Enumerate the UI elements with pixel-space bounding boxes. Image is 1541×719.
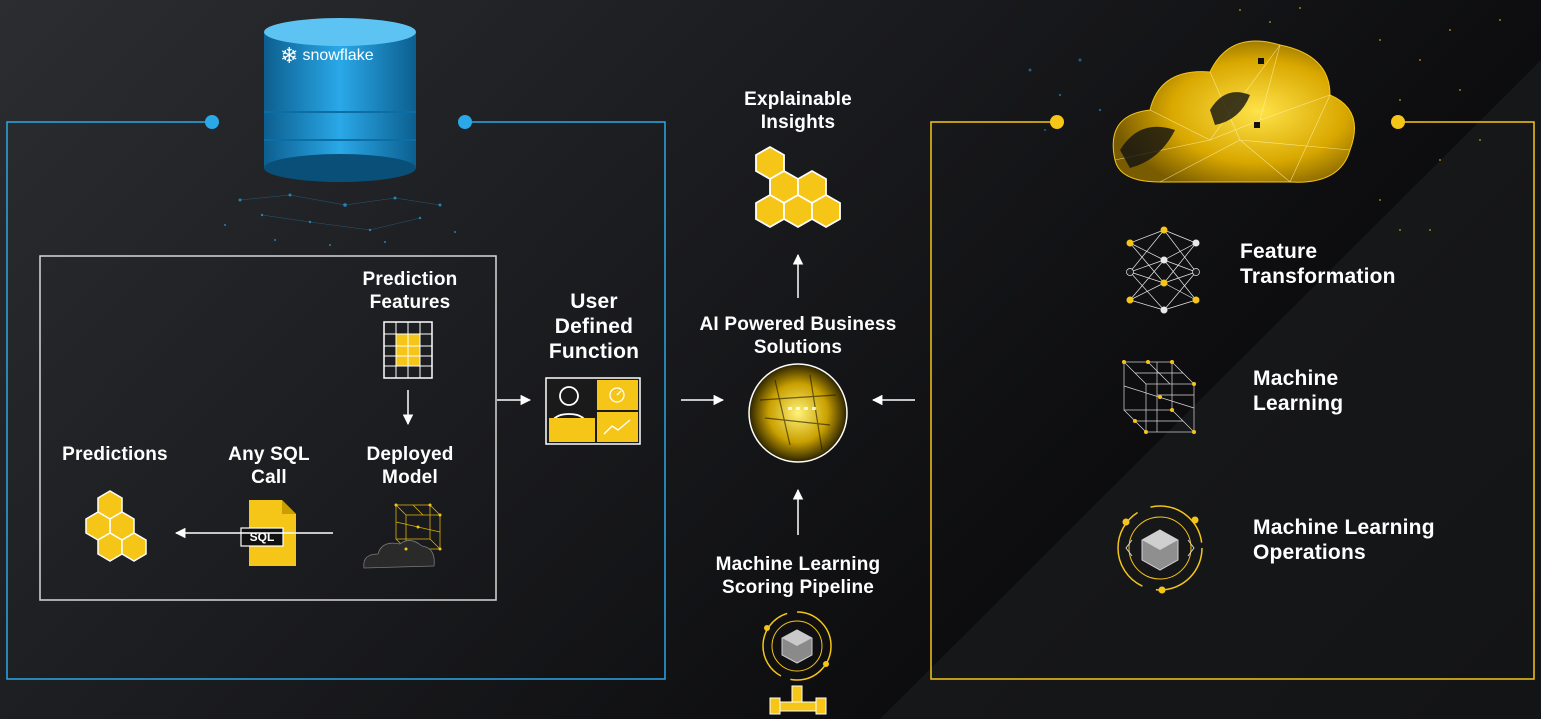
machine-learning-label: Machine Learning — [1253, 367, 1344, 415]
cube-wireframe-icon — [1122, 360, 1196, 434]
deployed-model-icon — [363, 503, 442, 569]
insights-hexagon-icon — [755, 145, 841, 229]
snowflake-icon: ❄ — [280, 43, 299, 68]
explainable-insights-label: Explainable Insights — [744, 89, 852, 133]
predictions-hexagon-icon — [85, 490, 147, 562]
prediction-features-label: Prediction Features — [362, 269, 458, 313]
left-blue-frame — [6, 115, 666, 680]
gold-cloud-icon — [1028, 7, 1501, 231]
predictions-label: Predictions — [62, 444, 168, 465]
feature-table-icon — [383, 321, 433, 379]
sql-badge: SQL — [249, 530, 275, 544]
snowflake-logo-text: snowflake — [302, 47, 374, 64]
neural-network-icon — [1126, 226, 1200, 314]
udf-dashboard-icon — [545, 377, 641, 445]
mlops-cube-icon — [1117, 505, 1203, 594]
scoring-pipeline-icon — [762, 611, 832, 715]
snowflake-database-icon — [224, 18, 456, 246]
feature-transformation-label: Feature Transformation — [1240, 240, 1396, 288]
right-gold-frame — [930, 115, 1535, 680]
any-sql-call-label: Any SQL Call — [228, 444, 310, 488]
snowflake-logo: ❄ snowflake — [280, 44, 400, 68]
ml-operations-label: Machine Learning Operations — [1253, 516, 1435, 564]
deployed-model-label: Deployed Model — [366, 444, 454, 488]
ai-solutions-circle-icon — [748, 363, 848, 463]
ml-scoring-pipeline-label: Machine Learning Scoring Pipeline — [715, 554, 881, 598]
ai-solutions-label: AI Powered Business Solutions — [699, 314, 897, 358]
user-defined-function-label: User Defined Function — [548, 290, 640, 363]
